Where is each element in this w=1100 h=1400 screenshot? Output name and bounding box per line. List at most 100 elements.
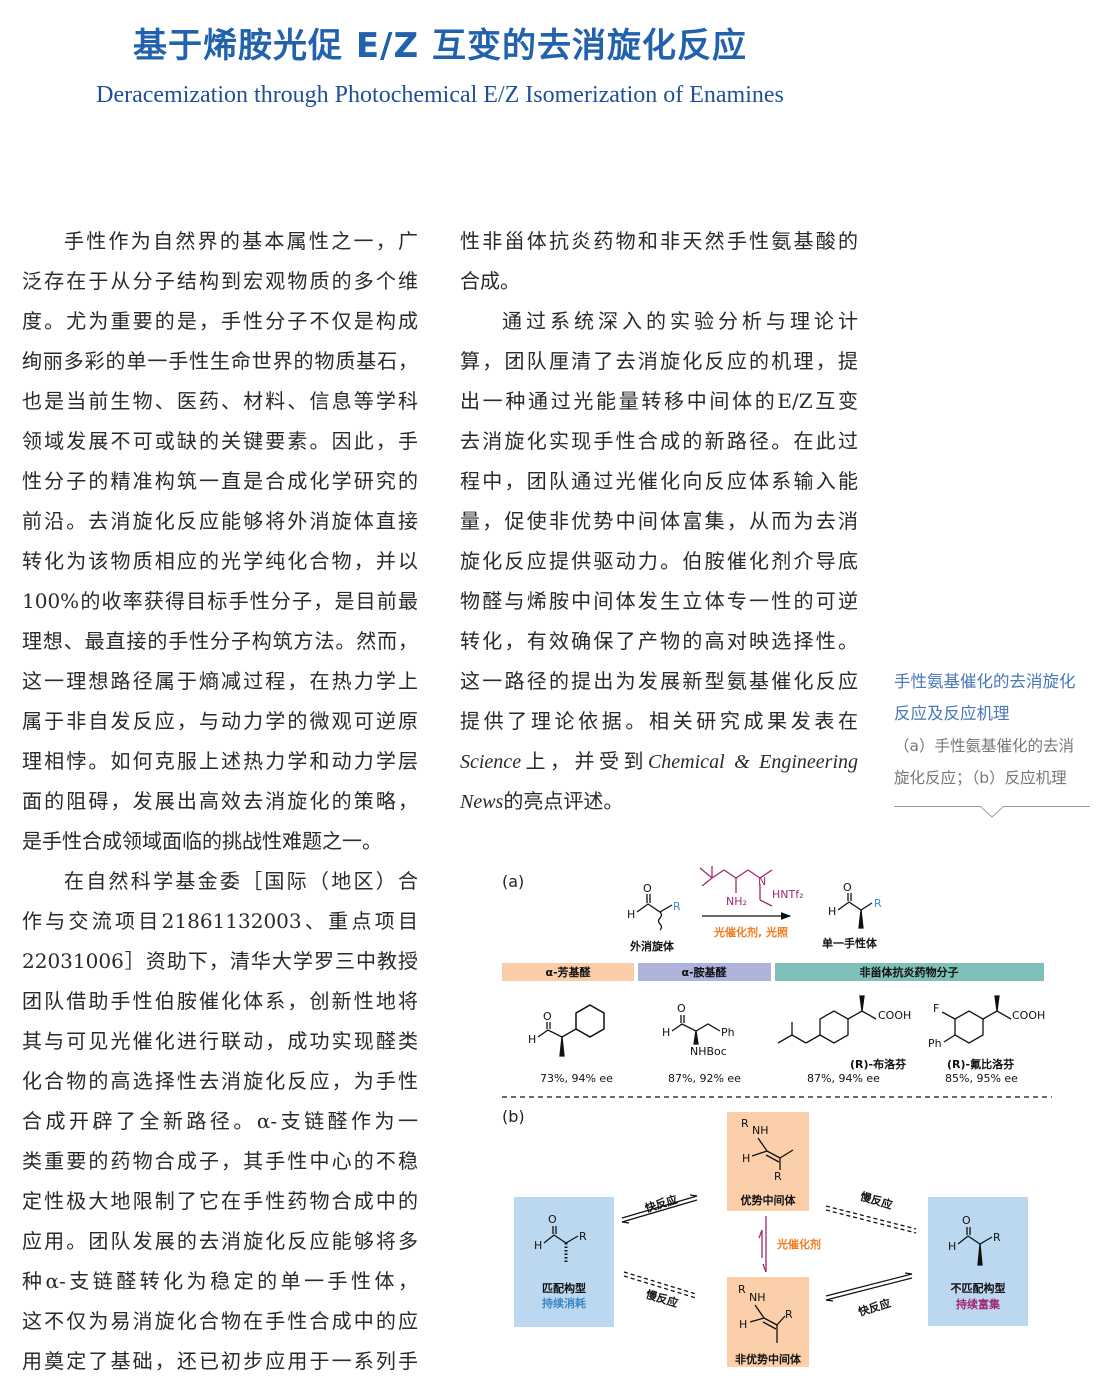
text-line: 其与可见光催化进行联动，成功实现醛类	[22, 1029, 418, 1053]
text-line: 去消旋化实现手性合成的新路径。在此过	[460, 429, 858, 453]
amino-aldehyde-structure: O H Ph NHBoc	[662, 1002, 735, 1058]
text-line: 量，促使非优势中间体富集，从而为去消	[460, 509, 858, 533]
text-line: 绚丽多彩的单一手性生命世界的物质基石，	[22, 349, 418, 373]
text-line: 属于非自发反应，与动力学的微观可逆原	[22, 709, 418, 733]
matched-note: 持续消耗	[542, 1296, 586, 1310]
svg-text:H: H	[662, 1026, 670, 1039]
svg-text:H: H	[948, 1240, 956, 1253]
text-line: 定性极大地限制了它在手性药物合成中的	[22, 1189, 418, 1213]
minor-enamine-structure: RNH H R	[738, 1283, 793, 1343]
svg-text:N: N	[758, 875, 766, 888]
text-line: 性分子的精准构筑一直是合成化学研究的	[22, 469, 418, 493]
aryl-aldehyde-structure: O H	[528, 1004, 605, 1057]
fast-equilibrium-arrow-top-left	[621, 1194, 698, 1224]
racemate-label: 外消旋体	[629, 939, 675, 953]
caption-desc-line: （a）手性氨基催化的去消	[894, 737, 1074, 755]
text-line: 22031006］资助下，清华大学罗三中教授	[22, 949, 418, 973]
text-line: 应用。团队发展的去消旋化反应能够将多	[22, 1229, 418, 1253]
figure-caption: 手性氨基催化的去消旋化 反应及反应机理 （a）手性氨基催化的去消 旋化反应；（b…	[894, 666, 1090, 818]
category-label: α-胺基醛	[681, 965, 727, 979]
text-line: Science上，并受到Chemical & Engineering	[460, 741, 858, 781]
text-line: 是手性合成领域面临的挑战性难题之一。	[22, 829, 382, 853]
text-line: 转化为该物质相应的光学纯化合物，并以	[22, 549, 418, 573]
slow-reaction-label: 慢反应	[859, 1189, 895, 1212]
svg-text:O: O	[543, 1010, 552, 1023]
text-line: 性非甾体抗炎药物和非天然手性氨基酸的	[460, 229, 858, 253]
body-column-right: 性非甾体抗炎药物和非天然手性氨基酸的合成。通过系统深入的实验分析与理论计算，团队…	[460, 221, 858, 821]
svg-text:H: H	[739, 1318, 747, 1331]
ibuprofen-structure: COOH	[777, 995, 911, 1044]
text-line: 种α-支链醛转化为稳定的单一手性体，	[22, 1269, 418, 1293]
text-line: 物醛与烯胺中间体发生立体专一性的可逆	[460, 589, 858, 613]
svg-text:O: O	[843, 881, 852, 894]
article-subtitle: Deracemization through Photochemical E/Z…	[96, 82, 784, 108]
minor-intermediate-box	[727, 1277, 809, 1367]
text-line: 出一种通过光能量转移中间体的E/Z互变	[460, 389, 858, 413]
svg-text:O: O	[548, 1213, 557, 1226]
amine-catalyst-structure: N NH₂ HNTf₂	[699, 866, 804, 908]
category-bar-aryl	[502, 963, 634, 981]
svg-text:NHBoc: NHBoc	[690, 1045, 727, 1058]
svg-text:HNTf₂: HNTf₂	[772, 888, 804, 901]
product-yield: 87%, 94% ee	[807, 1072, 880, 1085]
text-line: 理相悖。如何克服上述热力学和动力学层	[22, 749, 418, 773]
text-line: 领域发展不可或缺的关键要素。因此，手	[22, 429, 418, 453]
text-line: 面的阻碍，发展出高效去消旋化的策略，	[22, 789, 418, 813]
matched-box	[514, 1197, 614, 1327]
body-column-left: 手性作为自然界的基本属性之一，广泛存在于从分子结构到宏观物质的多个维度。尤为重要…	[22, 221, 418, 1381]
text-line: 前沿。去消旋化反应能够将外消旋体直接	[22, 509, 418, 533]
major-intermediate-label: 优势中间体	[741, 1193, 797, 1207]
caption-desc-line: 旋化反应；（b）反应机理	[894, 769, 1067, 787]
photocatalyst-label: 光催化剂	[776, 1237, 821, 1251]
major-enamine-structure: RNH H R	[741, 1117, 794, 1183]
text-fragment: 的亮点评述。	[503, 789, 624, 813]
svg-text:R: R	[774, 1170, 782, 1183]
svg-text:H: H	[742, 1152, 750, 1165]
slow-reaction-label: 慢反应	[644, 1287, 680, 1310]
svg-text:NH: NH	[752, 1124, 769, 1137]
category-bar-amino	[638, 963, 771, 981]
text-line: 泛存在于从分子结构到宏观物质的多个维	[22, 269, 418, 293]
matched-aldehyde-structure: O H R	[534, 1213, 587, 1262]
product-yield: 85%, 95% ee	[945, 1072, 1018, 1085]
product-yield: 73%, 94% ee	[540, 1072, 613, 1085]
svg-text:R: R	[785, 1308, 793, 1321]
flurbiprofen-structure: F Ph COOH	[928, 995, 1045, 1050]
slow-equilibrium-arrow-bottom-left	[623, 1271, 697, 1299]
svg-text:F: F	[933, 1002, 939, 1015]
text-line: 理想、最直接的手性分子构筑方法。然而，	[22, 629, 418, 653]
minor-intermediate-label: 非优势中间体	[735, 1352, 802, 1366]
svg-text:R: R	[673, 900, 681, 913]
journal-name: Science	[460, 751, 522, 773]
svg-text:O: O	[962, 1214, 971, 1227]
text-line: 合成。	[460, 269, 520, 293]
svg-text:Ph: Ph	[721, 1026, 735, 1039]
svg-text:Ph: Ph	[928, 1037, 942, 1050]
svg-text:R: R	[741, 1117, 749, 1130]
text-line: 通过系统深入的实验分析与理论计	[502, 309, 858, 333]
product-name: (R)-布洛芬	[850, 1057, 907, 1071]
text-line: 度。尤为重要的是，手性分子不仅是构成	[22, 309, 418, 333]
panel-b-label: (b)	[502, 1107, 525, 1126]
product-name: (R)-氟比洛芬	[947, 1057, 1015, 1071]
enantiopure-aldehyde-structure: O H R	[828, 881, 882, 929]
svg-text:NH₂: NH₂	[726, 895, 747, 908]
single-enantiomer-label: 单一手性体	[822, 936, 878, 950]
text-line: 转化，有效确保了产物的高对映选择性。	[460, 629, 858, 653]
svg-text:H: H	[828, 905, 836, 918]
conditions-label: 光催化剂, 光照	[713, 925, 788, 939]
major-intermediate-box	[727, 1112, 809, 1211]
svg-text:O: O	[677, 1002, 686, 1015]
mismatched-note: 持续富集	[956, 1297, 1001, 1311]
text-line: 算，团队厘清了去消旋化反应的机理，提	[460, 349, 858, 373]
magazine-name: Chemical & Engineering	[647, 751, 859, 773]
svg-text:H: H	[534, 1239, 542, 1252]
text-line: 类重要的药物合成子，其手性中心的不稳	[22, 1149, 418, 1173]
category-label: 非甾体抗炎药物分子	[860, 965, 959, 979]
fast-equilibrium-arrow-bottom-right	[825, 1272, 913, 1302]
racemic-aldehyde-structure: O H R	[627, 882, 681, 931]
text-line: 团队借助手性伯胺催化体系，创新性地将	[22, 989, 418, 1013]
slow-equilibrium-arrow-top-right	[825, 1205, 917, 1234]
text-line: 旋化反应提供驱动力。伯胺催化剂介导底	[460, 549, 858, 573]
